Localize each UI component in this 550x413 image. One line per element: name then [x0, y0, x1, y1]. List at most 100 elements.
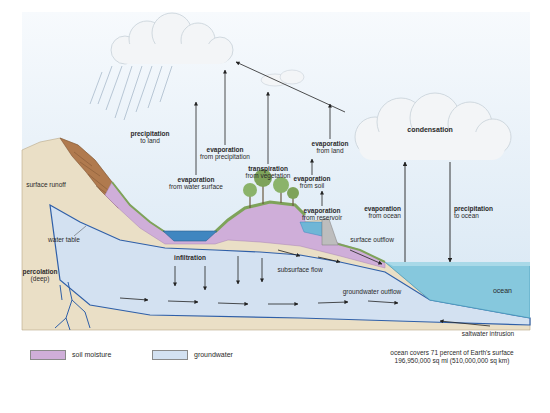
process-label: evaporation from water surface — [169, 176, 223, 191]
arrow — [238, 256, 239, 284]
label-line: infiltration — [174, 254, 206, 261]
arrow — [278, 250, 300, 256]
rain-streak — [90, 72, 102, 104]
arrow — [196, 102, 197, 175]
rain-streak — [115, 66, 132, 118]
label-line: evaporation — [200, 146, 250, 153]
cloud-node: condensation — [345, 92, 515, 162]
legend-swatch — [152, 350, 188, 360]
rain-streak — [98, 66, 112, 104]
label-line: (deep) — [22, 275, 57, 282]
arrow — [322, 191, 323, 206]
process-label: ocean covers 71 percent of Earth's surfa… — [390, 349, 513, 356]
tree-crown — [243, 183, 257, 197]
process-label: infiltration — [174, 254, 206, 261]
arrow — [262, 258, 263, 282]
leader-line — [74, 226, 86, 236]
label-line: evaporation — [302, 207, 342, 214]
node-label: condensation — [407, 126, 453, 134]
tree-trunk — [292, 198, 293, 206]
process-label: evaporation from precipitation — [200, 146, 250, 161]
reservoir — [300, 222, 322, 236]
process-label: percolation (deep) — [22, 268, 57, 283]
label-line: from ocean — [364, 212, 401, 219]
process-label: water table — [48, 236, 80, 243]
legend-label: groundwater — [194, 350, 233, 360]
arrow-label: evaporation from ocean — [364, 205, 401, 220]
legend-label: soil moisture — [72, 350, 111, 360]
rain-streak — [124, 66, 142, 120]
dam — [322, 219, 338, 245]
groundwater-zone — [50, 205, 530, 325]
label-line: from water surface — [169, 183, 223, 190]
tree-trunk — [249, 196, 250, 208]
label-line: from precipitation — [200, 153, 250, 160]
grass-surface — [215, 202, 305, 232]
label-line: from reservoir — [302, 214, 342, 221]
process-label: saltwater intrusion — [462, 330, 514, 337]
label-line: from vegetation — [246, 172, 291, 179]
process-label: transpiration from vegetation — [246, 165, 291, 180]
arrow — [318, 302, 348, 303]
rain-streak — [160, 66, 172, 102]
arrow — [205, 266, 206, 290]
flow-arrow — [405, 162, 406, 262]
rain-streak — [136, 66, 152, 112]
percolation-paths — [55, 282, 90, 330]
flow-arrow — [450, 162, 451, 262]
process-label: surface runoff — [26, 181, 66, 188]
tree-trunk — [280, 192, 281, 203]
process-label: 196,950,000 sq mi (510,000,000 sq km) — [395, 357, 510, 364]
label-line: precipitation — [130, 130, 169, 137]
label-line: percolation — [22, 268, 57, 275]
process-label: surface outflow — [350, 236, 394, 243]
cloud-base — [118, 44, 230, 64]
process-label: evaporation from land — [312, 140, 349, 155]
label-line: to ocean — [454, 212, 493, 219]
arrow — [168, 301, 198, 302]
arrow — [350, 250, 382, 264]
arrow — [225, 70, 226, 145]
arrow — [330, 104, 331, 139]
legend-swatch — [30, 350, 66, 360]
label-line: evaporation — [294, 175, 331, 182]
arrow — [268, 92, 269, 164]
label-line: transpiration — [246, 165, 291, 172]
pond — [163, 231, 217, 241]
ground-block — [22, 138, 530, 330]
label-line: precipitation — [454, 205, 493, 212]
tree-crown — [287, 187, 299, 199]
label-line: evaporation — [312, 140, 349, 147]
process-label: groundwater outflow — [343, 288, 402, 295]
grass-surface — [112, 182, 165, 232]
label-line: evaporation — [169, 176, 223, 183]
process-label: evaporation from soil — [294, 175, 331, 190]
arrow — [440, 321, 490, 326]
process-label: subsurface flow — [277, 266, 322, 273]
ocean-body: ocean — [385, 262, 530, 320]
arrow — [368, 301, 398, 303]
label-line: evaporation — [364, 205, 401, 212]
cloud-puff — [280, 70, 304, 84]
rain — [90, 66, 172, 120]
arrow — [120, 298, 148, 300]
process-label: evaporation from reservoir — [302, 207, 342, 222]
label-line: from soil — [294, 182, 331, 189]
label-line: to land — [130, 137, 169, 144]
arrow — [175, 266, 176, 286]
grass-surface — [338, 244, 385, 262]
trees — [243, 169, 299, 208]
arrow — [218, 303, 248, 304]
rain-cloud — [111, 13, 233, 64]
tree-crown — [273, 177, 289, 193]
tree-trunk — [262, 186, 263, 204]
arrow — [318, 257, 340, 262]
arrow — [268, 304, 298, 305]
arrow — [236, 62, 345, 112]
label-line: from land — [312, 147, 349, 154]
process-label: precipitation to land — [130, 130, 169, 145]
node-label: ocean — [493, 287, 512, 295]
arrow-label: precipitation to ocean — [454, 205, 493, 220]
arrow — [312, 159, 313, 175]
